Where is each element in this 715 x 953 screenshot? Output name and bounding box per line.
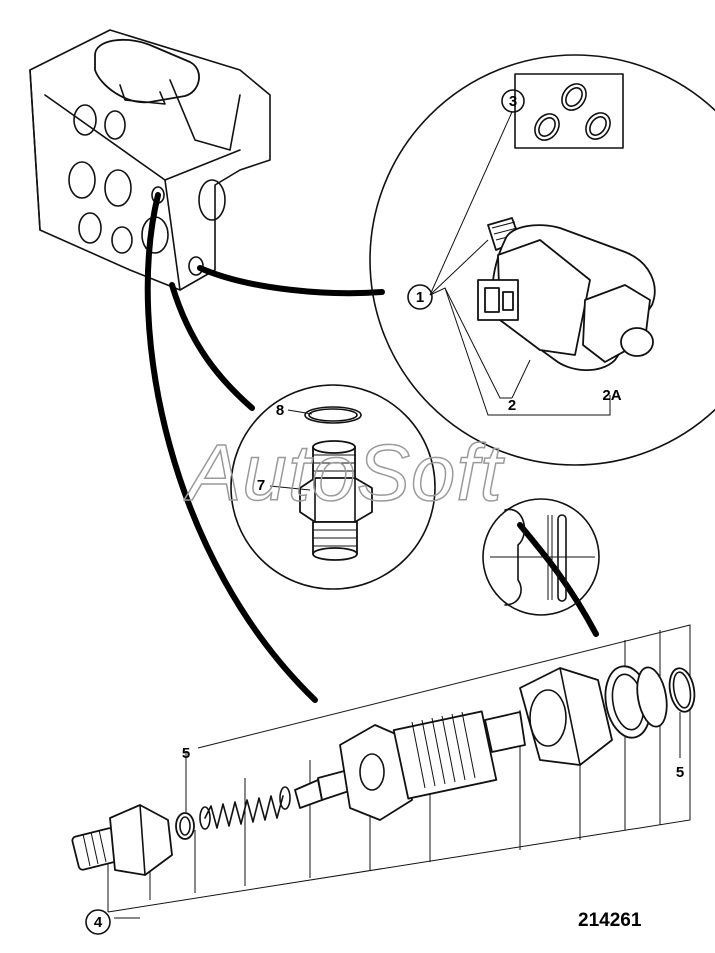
svg-text:7: 7 [257,477,265,494]
valve-body [339,710,526,821]
callout-3: 3 [501,89,525,113]
adapter-fitting [299,440,373,561]
poppet [294,769,353,809]
callout-7: 7 [257,477,265,494]
svg-text:5: 5 [182,745,190,762]
valve-block [29,29,271,291]
o-ring-8 [304,406,362,424]
solenoid-valve [477,217,656,372]
spring [199,786,291,830]
seal-ring [175,812,195,840]
svg-text:8: 8 [276,402,284,419]
clip-detail-inset [482,498,600,616]
callout-2: 2 [508,397,516,414]
hex-nut [519,667,613,766]
figure-number: 214261 [578,910,642,931]
callout-4: 4 [85,909,111,935]
callout-8: 8 [276,402,284,419]
svg-text:3: 3 [509,93,517,110]
callout-2a: 2A [602,387,621,404]
solenoid-inset [369,54,715,466]
callout-5-left: 5 [182,745,190,762]
callout-5-right: 5 [676,764,684,781]
svg-text:4: 4 [94,914,103,931]
svg-text:2: 2 [508,397,516,414]
end-adapter [71,804,173,876]
svg-text:1: 1 [416,289,424,306]
svg-text:2A: 2A [602,387,621,404]
adapter-inset [230,384,436,590]
o-ring-set [534,83,611,141]
exploded-assembly [71,624,696,919]
callout-1: 1 [407,284,433,310]
svg-text:5: 5 [676,764,684,781]
o-rings-right [604,665,696,739]
watermark-text: AutoSoft [184,428,505,517]
